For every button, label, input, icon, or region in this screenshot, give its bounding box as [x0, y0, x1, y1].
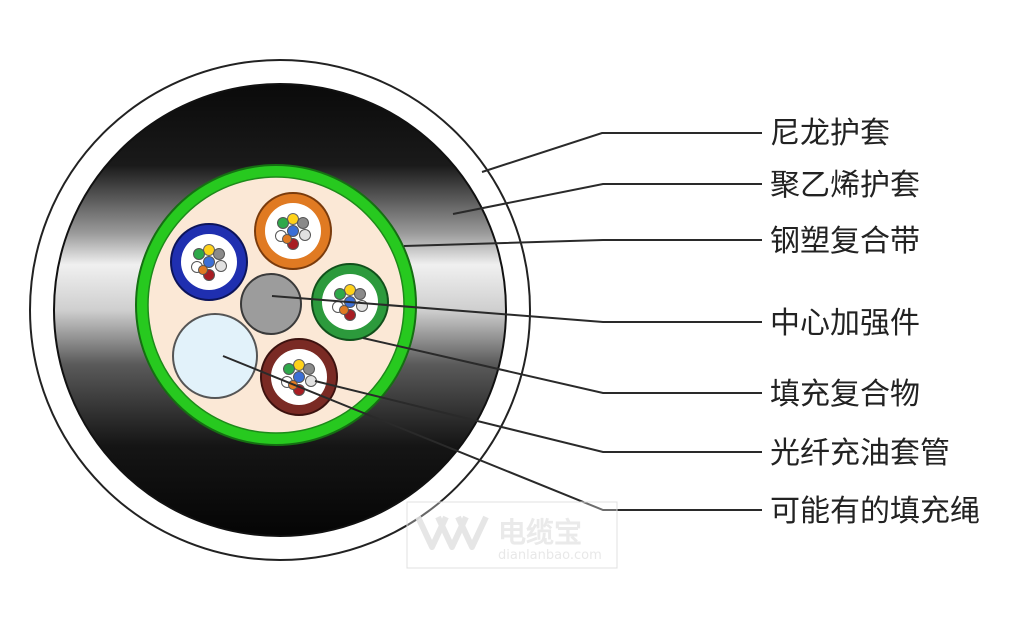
leader-line-fiber-tube [314, 380, 762, 453]
watermark-brand-text: 电缆宝 [498, 516, 582, 549]
watermark: 电缆宝 dianlanbao.com [406, 501, 618, 569]
leader-line-steel-tape [403, 239, 762, 247]
label-polyethylene-sheath: 聚乙烯护套 [770, 168, 920, 203]
loose-tube-blue [170, 223, 248, 301]
label-filler-rope: 可能有的填充绳 [770, 494, 980, 529]
filler-rope [172, 313, 258, 399]
leader-line-pe-sheath [452, 183, 762, 215]
leader-line-filling-compound [362, 337, 762, 394]
loose-tube-orange [254, 192, 332, 270]
label-nylon-sheath: 尼龙护套 [770, 116, 890, 151]
label-steel-plastic-tape: 钢塑复合带 [770, 224, 920, 259]
leader-line-filler-rope [222, 355, 762, 511]
central-strength-member [240, 273, 302, 335]
watermark-domain-text: dianlanbao.com [498, 548, 602, 563]
watermark-logo-icon [415, 515, 489, 550]
label-central-strength-member: 中心加强件 [770, 306, 920, 341]
label-fiber-loose-tube: 光纤充油套管 [770, 436, 950, 471]
leader-line-nylon-sheath [481, 132, 762, 173]
loose-tube-brown [260, 338, 338, 416]
label-filling-compound: 填充复合物 [770, 377, 920, 412]
watermark-box [406, 501, 618, 569]
steel-plastic-tape-edge [135, 164, 417, 446]
leader-line-central-member [271, 295, 762, 323]
